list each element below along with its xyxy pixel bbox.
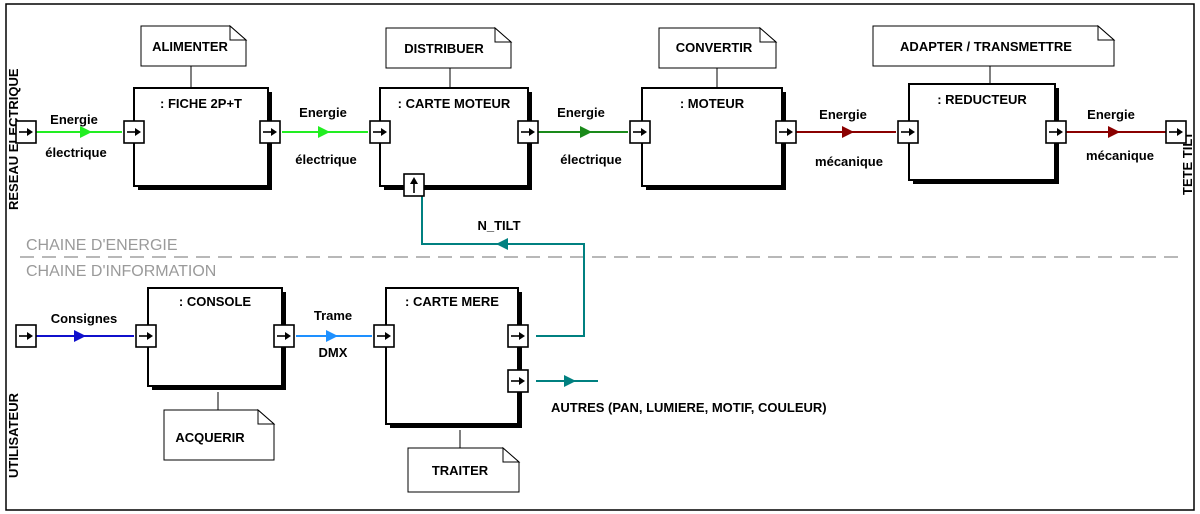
flow-4-label-bottom: mécanique — [815, 154, 883, 169]
information-chain-label: CHAINE D'INFORMATION — [26, 263, 216, 280]
svg-text:: CONSOLE: : CONSOLE — [179, 294, 252, 309]
flow-3-label-bottom: électrique — [560, 152, 621, 167]
flow-trame-dmx — [296, 330, 372, 342]
flow-electrique-1 — [36, 126, 122, 138]
svg-text:: MOTEUR: : MOTEUR — [680, 96, 745, 111]
flow-electrique-2 — [282, 126, 368, 138]
utilisateur-label: UTILISATEUR — [6, 392, 21, 478]
flow-consignes — [36, 330, 134, 342]
flow-1-label-bottom: électrique — [45, 145, 106, 160]
svg-text:ADAPTER / TRANSMETTRE: ADAPTER / TRANSMETTRE — [900, 39, 1072, 54]
port-moteur-out — [775, 120, 797, 144]
svg-text:ACQUERIR: ACQUERIR — [175, 430, 245, 445]
flow-mecanique-1 — [796, 126, 896, 138]
flow-2-label-top: Energie — [299, 105, 347, 120]
trame-label: Trame — [314, 308, 352, 323]
note-acquerir: ACQUERIR — [163, 408, 276, 461]
flow-3-label-top: Energie — [557, 105, 605, 120]
svg-text:DISTRIBUER: DISTRIBUER — [404, 41, 484, 56]
note-convertir: CONVERTIR — [658, 26, 778, 69]
block-carte-mere: : CARTE MERE — [385, 287, 522, 428]
port-reseau-out — [15, 120, 37, 144]
svg-text:: REDUCTEUR: : REDUCTEUR — [937, 92, 1027, 107]
port-moteur-in — [629, 120, 651, 144]
port-console-out — [273, 324, 295, 348]
port-reducteur-out — [1045, 120, 1067, 144]
flow-4-label-top: Energie — [819, 107, 867, 122]
port-reducteur-in — [897, 120, 919, 144]
dmx-label: DMX — [319, 345, 348, 360]
svg-text:: FICHE 2P+T: : FICHE 2P+T — [160, 96, 242, 111]
svg-text:: CARTE MERE: : CARTE MERE — [405, 294, 499, 309]
block-carte-moteur: : CARTE MOTEUR — [379, 87, 532, 190]
block-console: : CONSOLE — [147, 287, 286, 390]
flow-5-label-bottom: mécanique — [1086, 148, 1154, 163]
note-traiter: TRAITER — [407, 446, 521, 493]
autres-label: AUTRES (PAN, LUMIERE, MOTIF, COULEUR) — [551, 400, 827, 415]
port-fiche-out — [259, 120, 281, 144]
port-carte-moteur-control — [403, 173, 425, 197]
port-carte-mere-out-autres — [507, 369, 529, 393]
note-distribuer: DISTRIBUER — [385, 26, 513, 69]
svg-text:CONVERTIR: CONVERTIR — [676, 40, 753, 55]
flow-electrique-3 — [536, 126, 628, 138]
diagram-frame — [5, 3, 1195, 511]
energy-chain-label: CHAINE D'ENERGIE — [26, 237, 178, 254]
tete-tilt-label: TETE TILT — [1180, 132, 1195, 195]
port-carte-moteur-out — [517, 120, 539, 144]
block-reducteur: : REDUCTEUR — [908, 83, 1059, 184]
block-moteur: : MOTEUR — [641, 87, 786, 190]
block-fiche: : FICHE 2P+T — [133, 87, 272, 190]
port-carte-moteur-in — [369, 120, 391, 144]
note-alimenter: ALIMENTER — [140, 24, 248, 67]
port-utilisateur-out — [15, 324, 37, 348]
flow-n-tilt — [421, 190, 585, 337]
consignes-label: Consignes — [51, 311, 117, 326]
port-tete-tilt-in — [1165, 120, 1187, 144]
flow-2-label-bottom: électrique — [295, 152, 356, 167]
port-fiche-in — [123, 120, 145, 144]
note-adapter-transmettre: ADAPTER / TRANSMETTRE — [872, 24, 1116, 67]
svg-text:: CARTE MOTEUR: : CARTE MOTEUR — [398, 96, 511, 111]
n-tilt-label: N_TILT — [477, 218, 520, 233]
flow-5-label-top: Energie — [1087, 107, 1135, 122]
flow-autres — [536, 375, 598, 387]
flow-mecanique-2 — [1064, 126, 1166, 138]
svg-text:ALIMENTER: ALIMENTER — [152, 39, 228, 54]
port-carte-mere-out-ntilt — [507, 324, 529, 348]
port-carte-mere-in — [373, 324, 395, 348]
reseau-electrique-label: RESEAU ELECTRIQUE — [6, 68, 21, 210]
svg-text:TRAITER: TRAITER — [432, 463, 489, 478]
port-console-in — [135, 324, 157, 348]
flow-1-label-top: Energie — [50, 112, 98, 127]
